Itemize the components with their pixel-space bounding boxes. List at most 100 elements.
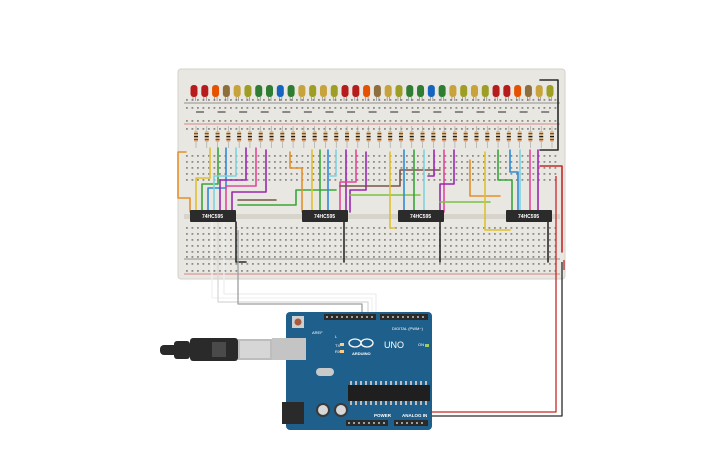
hole	[516, 161, 518, 163]
led[interactable]	[438, 85, 446, 101]
hole	[527, 155, 529, 157]
header-pin	[397, 316, 399, 318]
led[interactable]	[233, 85, 241, 101]
hole	[197, 227, 199, 229]
hole	[450, 233, 452, 235]
resistor	[280, 126, 285, 148]
resistor	[496, 126, 501, 148]
hole	[279, 161, 282, 163]
hole	[461, 227, 463, 229]
hole	[312, 155, 315, 157]
hole	[417, 227, 419, 229]
hole	[312, 107, 315, 109]
hole	[483, 263, 485, 265]
led[interactable]	[535, 85, 543, 101]
hole	[406, 167, 408, 169]
hole	[208, 270, 210, 272]
hole	[367, 227, 370, 229]
hole	[257, 251, 260, 253]
led[interactable]	[212, 85, 220, 101]
led[interactable]	[352, 85, 360, 101]
hole	[362, 227, 364, 229]
led[interactable]	[330, 85, 338, 101]
led[interactable]	[255, 85, 263, 101]
led[interactable]	[373, 85, 381, 101]
hole	[384, 251, 386, 253]
hole	[505, 251, 507, 253]
arduino-uno-board[interactable]: AREF DIGITAL (PWM~) L TX RX ARDUINO UNO …	[272, 312, 432, 430]
led[interactable]	[309, 85, 317, 101]
hole	[428, 239, 430, 241]
led[interactable]	[514, 85, 522, 101]
led[interactable]	[201, 85, 209, 101]
led[interactable]	[427, 85, 435, 101]
hole	[444, 239, 447, 241]
hole	[290, 263, 293, 265]
led[interactable]	[384, 85, 392, 101]
chip-2[interactable]: 74HC595	[302, 210, 348, 222]
hole	[554, 161, 557, 163]
hole	[516, 256, 518, 258]
led[interactable]	[492, 85, 500, 101]
led[interactable]	[190, 85, 198, 101]
led[interactable]	[287, 85, 295, 101]
led[interactable]	[546, 85, 554, 101]
hole	[527, 251, 529, 253]
led[interactable]	[417, 85, 425, 101]
hole	[263, 120, 265, 122]
led[interactable]	[266, 85, 274, 101]
led[interactable]	[503, 85, 511, 101]
chip-1[interactable]: 74HC595	[190, 210, 236, 222]
hole	[279, 120, 282, 122]
hole	[252, 256, 254, 258]
hole	[527, 99, 529, 101]
hole	[323, 239, 326, 241]
led[interactable]	[276, 85, 284, 101]
resistor	[226, 126, 231, 148]
hole	[378, 270, 381, 272]
hole	[400, 245, 403, 247]
header-pin	[356, 316, 358, 318]
chip-4[interactable]: 74HC595	[506, 210, 552, 222]
hole	[367, 270, 370, 272]
hole	[274, 155, 276, 157]
breadboard[interactable]	[177, 68, 566, 280]
hole	[345, 227, 348, 229]
led[interactable]	[460, 85, 468, 101]
hole	[351, 179, 353, 181]
hole	[274, 227, 276, 229]
hole	[334, 107, 337, 109]
hole	[373, 270, 375, 272]
usb-cable[interactable]	[160, 338, 272, 361]
hole	[494, 239, 496, 241]
chip-3[interactable]: 74HC595	[398, 210, 444, 222]
led[interactable]	[319, 85, 327, 101]
hole	[318, 99, 320, 101]
hole	[191, 120, 194, 122]
hole	[488, 263, 491, 265]
hole	[532, 239, 535, 241]
led[interactable]	[481, 85, 489, 101]
hole	[257, 245, 260, 247]
hole	[252, 227, 254, 229]
led[interactable]	[363, 85, 371, 101]
led[interactable]	[298, 85, 306, 101]
led[interactable]	[341, 85, 349, 101]
header-pin	[382, 316, 384, 318]
hole	[323, 173, 326, 175]
led[interactable]	[524, 85, 532, 101]
brand-label: ARDUINO	[352, 351, 371, 356]
led[interactable]	[244, 85, 252, 101]
led[interactable]	[222, 85, 230, 101]
led[interactable]	[470, 85, 478, 101]
led[interactable]	[449, 85, 457, 101]
hole	[274, 120, 276, 122]
hole	[488, 167, 491, 169]
led[interactable]	[395, 85, 403, 101]
hole	[527, 256, 529, 258]
hole	[230, 128, 232, 130]
led[interactable]	[406, 85, 414, 101]
center-trench	[184, 214, 560, 219]
hole	[213, 128, 216, 130]
hole	[246, 179, 249, 181]
